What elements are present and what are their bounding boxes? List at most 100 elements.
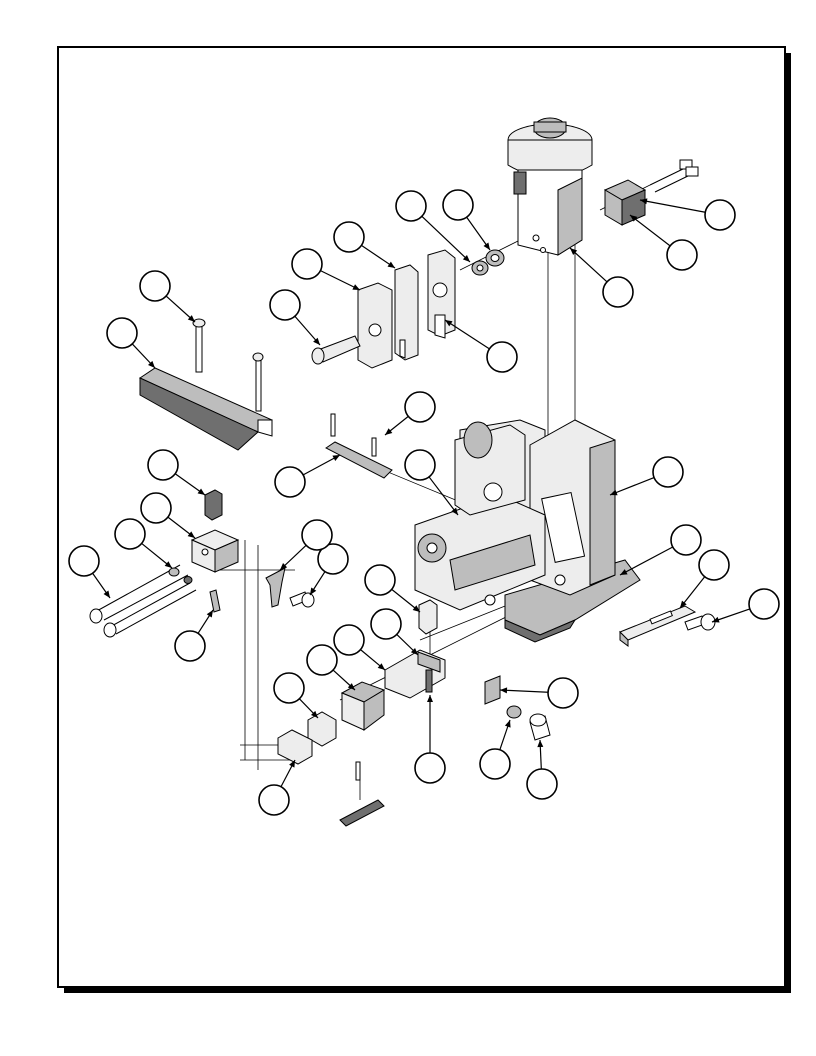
callout-balloon — [147, 449, 179, 481]
leader-line — [639, 199, 706, 213]
blade-strip-body — [325, 441, 393, 479]
leader-line — [421, 215, 471, 263]
cover-plate-edge — [257, 419, 273, 437]
leader-arrowhead — [630, 215, 638, 222]
frame-hole-2 — [554, 574, 566, 586]
leader-arrowhead — [410, 647, 418, 655]
leader-arrowhead — [313, 337, 320, 345]
lower-bracket-notch — [417, 651, 441, 673]
callout-balloon — [258, 784, 290, 816]
callout-balloon — [547, 677, 579, 709]
callout-balloon — [666, 239, 698, 271]
leader-line — [619, 546, 674, 576]
leader-arrowhead — [206, 610, 213, 618]
leader-arrowhead — [680, 600, 687, 608]
spacer-block-side — [621, 189, 646, 226]
plate-middle — [394, 264, 419, 361]
shoulder-pin — [311, 335, 361, 365]
left-block-assembly — [89, 489, 240, 638]
lower-cap — [418, 599, 438, 635]
callout-balloon — [174, 630, 206, 662]
callout-balloon — [291, 248, 323, 280]
leader-arrowhead — [620, 569, 628, 575]
cylinder-knob-side — [533, 121, 567, 133]
bottom-blade — [339, 799, 385, 827]
leader-line — [320, 270, 361, 291]
label-plate — [541, 491, 586, 563]
leader-arrowhead — [387, 261, 395, 268]
ram-plates — [357, 249, 456, 369]
feed-wheel-hub — [426, 542, 438, 554]
leader-arrowhead — [187, 531, 195, 538]
callout-balloon — [274, 466, 306, 498]
motor-roller — [463, 421, 493, 459]
callout-balloon — [140, 492, 172, 524]
leader-arrowhead — [451, 507, 458, 515]
plate-right-notch — [434, 314, 446, 339]
left-block-side — [214, 539, 239, 573]
washer-1 — [168, 567, 180, 577]
callout-balloon — [306, 644, 338, 676]
callout-balloon — [370, 608, 402, 640]
callout-balloon — [106, 317, 138, 349]
drawing-frame — [57, 46, 791, 993]
plate-middle-slot — [399, 339, 406, 359]
frame-knob — [483, 482, 503, 502]
leader-arrowhead — [500, 687, 508, 694]
mount-hole-1 — [532, 234, 540, 242]
latch-screw-head — [301, 592, 315, 608]
leader-arrowhead — [640, 198, 648, 205]
callout-balloon — [748, 588, 780, 620]
callout-balloon — [68, 545, 100, 577]
lower-spring — [425, 669, 433, 693]
cover-plate-front — [139, 377, 259, 451]
small-pin — [355, 761, 361, 781]
right-washer — [506, 705, 522, 719]
cylinder-screws — [649, 159, 699, 193]
left-block-hole — [201, 548, 209, 556]
cover-screw-left — [195, 321, 203, 373]
blade-strip — [325, 413, 393, 479]
plate-left-hole — [368, 323, 382, 337]
lower-center-assembly — [277, 599, 551, 827]
blade-screw-right — [371, 437, 377, 457]
leader-arrowhead — [445, 320, 453, 327]
callout-balloon — [414, 752, 446, 784]
callout-balloon — [704, 199, 736, 231]
long-screw-head-2 — [103, 622, 117, 638]
callout-balloon — [652, 456, 684, 488]
callout-balloon — [526, 768, 558, 800]
cover-screw-left-head — [192, 318, 206, 328]
callout-balloon — [139, 270, 171, 302]
nut-2-hole — [490, 254, 500, 262]
callout-balloon — [479, 748, 511, 780]
leader-arrowhead — [610, 489, 618, 496]
cover-plate — [138, 318, 273, 451]
blade-screw-left — [330, 413, 336, 437]
leader-arrowhead — [570, 248, 578, 255]
leader-arrowhead — [385, 428, 393, 435]
leader-arrowhead — [462, 255, 470, 262]
leader-arrowhead — [197, 488, 205, 495]
washer-2 — [183, 576, 193, 584]
leader-arrowhead — [148, 360, 155, 368]
pin-head — [311, 347, 325, 365]
air-cylinder-assembly — [507, 117, 593, 256]
callout-balloon — [317, 543, 349, 575]
leader-arrowhead — [412, 605, 420, 612]
callout-balloon — [114, 518, 146, 550]
strip-guide-slot — [649, 610, 673, 625]
leader-arrowhead — [164, 561, 172, 568]
leader-lines — [92, 198, 751, 787]
cover-screw-right — [255, 355, 262, 412]
crimp-block-side — [363, 689, 385, 731]
callout-balloon — [670, 524, 702, 556]
leader-arrowhead — [483, 242, 490, 250]
leader-line — [444, 319, 490, 350]
callout-balloon — [269, 289, 301, 321]
nut-1-hole — [476, 264, 484, 272]
long-screw-head-1 — [89, 608, 103, 624]
leader-arrowhead — [187, 315, 195, 322]
press-frame — [414, 419, 641, 643]
